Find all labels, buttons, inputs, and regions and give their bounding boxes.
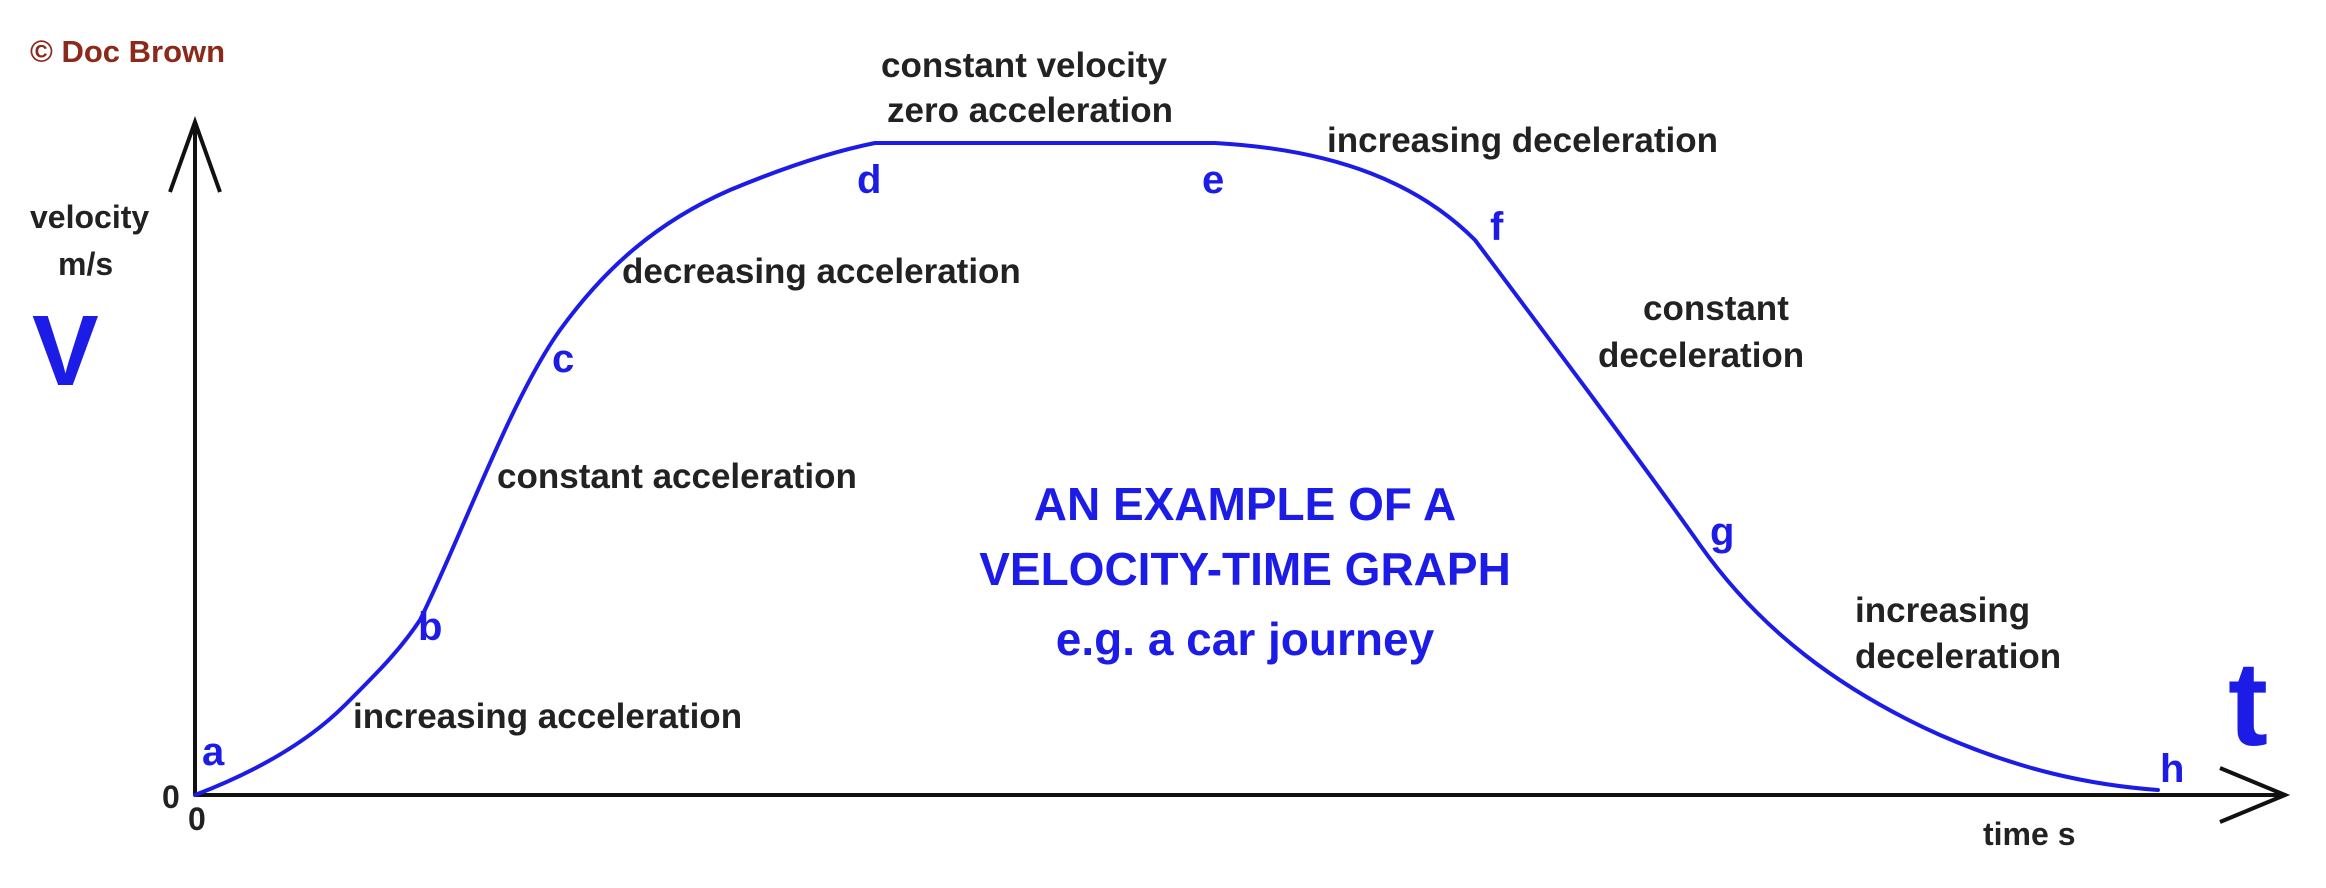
- y-axis-label-line1: velocity: [30, 199, 149, 235]
- axes: [168, 116, 2291, 824]
- y-axis-label-line2: m/s: [58, 246, 113, 282]
- segment-de-label-line2: zero acceleration: [887, 91, 1173, 130]
- segment-bc-label: constant acceleration: [497, 457, 857, 496]
- point-label-c: c: [552, 337, 574, 381]
- diagram-title-line1: AN EXAMPLE OF A: [1034, 478, 1457, 530]
- x-axis-arrowhead: [2219, 766, 2291, 824]
- segment-ab-label: increasing acceleration: [353, 697, 742, 736]
- segment-gh-label-line2: deceleration: [1855, 637, 2061, 676]
- point-label-g: g: [1710, 510, 1734, 554]
- point-label-a: a: [202, 730, 225, 774]
- point-label-b: b: [418, 605, 442, 649]
- segment-fg-label-line2: deceleration: [1598, 336, 1804, 375]
- segment-gh-label-line1: increasing: [1855, 591, 2030, 630]
- segment-de-label-line1: constant velocity: [881, 46, 1167, 85]
- y-axis-arrowhead: [168, 116, 222, 193]
- point-label-f: f: [1490, 205, 1504, 249]
- x-axis-label: time s: [1983, 816, 2075, 852]
- credit-text: © Doc Brown: [30, 34, 225, 69]
- point-label-e: e: [1202, 158, 1224, 202]
- diagram-title-line2: VELOCITY-TIME GRAPH: [979, 543, 1511, 595]
- y-axis-symbol: V: [32, 295, 99, 407]
- segment-ef-label: increasing deceleration: [1327, 121, 1718, 160]
- x-axis-symbol: t: [2228, 637, 2268, 771]
- point-label-d: d: [857, 158, 881, 202]
- velocity-curve: [193, 141, 2160, 797]
- y-origin-label: 0: [162, 779, 180, 815]
- diagram-title-line3: e.g. a car journey: [1056, 613, 1435, 665]
- x-origin-label: 0: [188, 801, 206, 837]
- segment-cd-label: decreasing acceleration: [622, 252, 1021, 291]
- point-label-h: h: [2160, 747, 2184, 791]
- segment-fg-label-line1: constant: [1643, 289, 1789, 328]
